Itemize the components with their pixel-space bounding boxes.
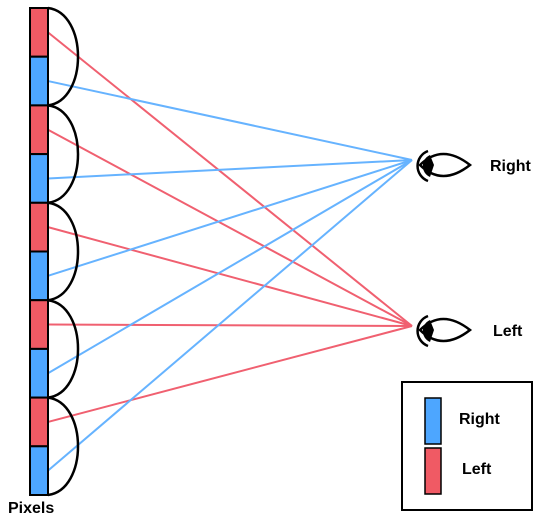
ray-right	[47, 80, 413, 161]
pixel-right	[29, 445, 49, 496]
lens	[47, 6, 80, 107]
lens	[47, 396, 80, 497]
ray-right	[47, 159, 413, 277]
right-eye-label: Right	[490, 158, 531, 175]
pixel-right	[29, 347, 49, 399]
ray-left	[47, 323, 413, 327]
pixel-left	[29, 299, 49, 350]
legend-label-left: Left	[462, 461, 492, 478]
eye-icon-right	[416, 149, 473, 183]
pixel-left	[29, 7, 49, 58]
ray-left	[47, 226, 413, 327]
light-rays	[47, 31, 413, 472]
ray-right	[47, 159, 413, 472]
pixel-left	[29, 201, 49, 253]
left-eye-label: Left	[493, 323, 523, 340]
ray-left	[47, 128, 413, 327]
pixel-left	[29, 396, 49, 448]
pixel-left	[29, 104, 49, 156]
pixel-right	[29, 55, 49, 107]
eye-icon-left	[416, 314, 473, 348]
ray-right	[47, 159, 413, 180]
legend	[401, 381, 533, 511]
pixels-label: Pixels	[8, 500, 55, 517]
lens-array	[47, 6, 80, 497]
pixel-right	[29, 250, 49, 302]
pixel-column	[29, 7, 49, 496]
lens	[47, 201, 80, 302]
legend-swatch-left	[424, 447, 442, 495]
legend-label-right: Right	[459, 411, 500, 428]
lens	[47, 298, 80, 399]
legend-swatch-right	[424, 397, 442, 445]
ray-right	[47, 159, 413, 375]
ray-left	[47, 31, 413, 327]
ray-left	[47, 325, 413, 423]
lens	[47, 104, 80, 205]
pixel-right	[29, 153, 49, 204]
